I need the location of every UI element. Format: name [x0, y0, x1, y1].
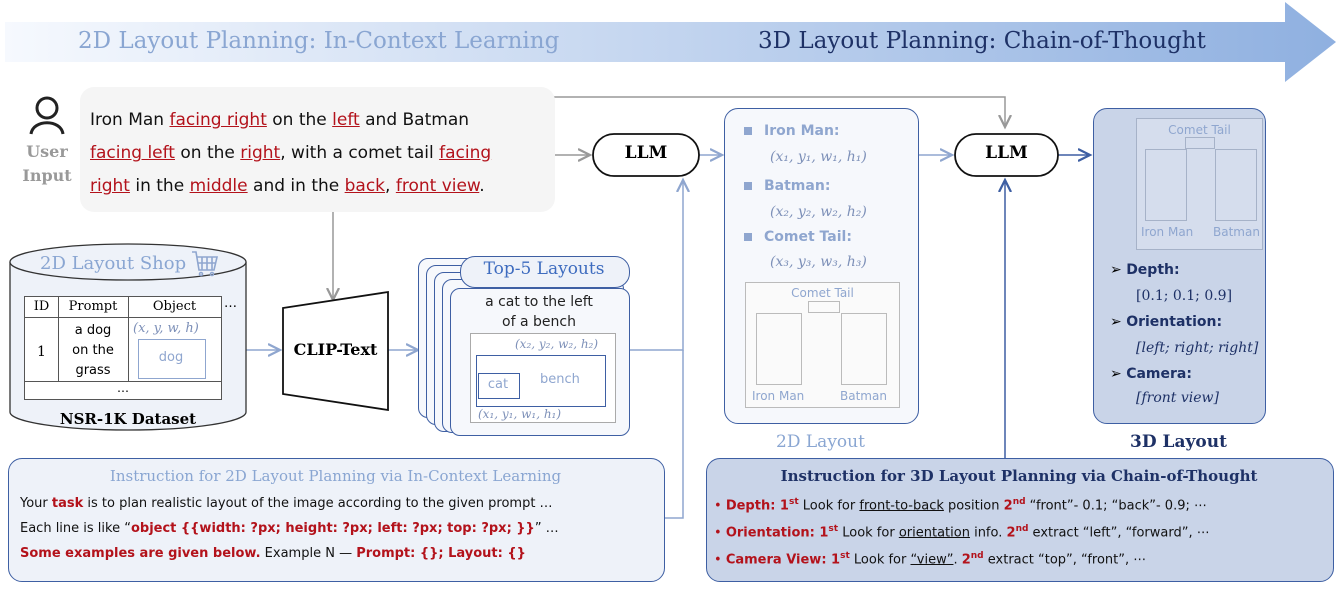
- shop-table-dots: …: [117, 381, 129, 395]
- layout3d-orient-value: [left; right; right]: [1136, 340, 1259, 356]
- banner-left-title: 2D Layout Planning: In-Context Learning: [78, 28, 560, 54]
- arrow-top5-to-llm1: [630, 180, 683, 351]
- shop-columns-more: …: [224, 296, 237, 311]
- layout2d-caption: 2D Layout: [776, 432, 865, 452]
- shop-header-id: ID: [33, 299, 50, 314]
- shop-cylinder-top: [9, 243, 247, 281]
- top5-canvas: [470, 333, 616, 423]
- layout2d-sketch-tail: [808, 301, 840, 313]
- shop-row-coord: (x, y, w, h): [133, 321, 199, 336]
- banner-arrow: [5, 2, 1336, 82]
- instr2d-line-1: Your task is to plan realistic layout of…: [20, 496, 553, 511]
- llm-label-2: LLM: [985, 143, 1028, 163]
- bullet-square-2: [744, 182, 752, 190]
- bullet-arrow-3: ➢: [1110, 366, 1122, 382]
- shop-row-id: 1: [37, 344, 46, 360]
- shop-object-label: dog: [158, 350, 184, 365]
- layout2d-item-2-coord: (x₂, y₂, w₂, h₂): [770, 204, 867, 220]
- instr3d-row-orientation: • Orientation: 1st Look for orientation …: [714, 524, 1210, 541]
- prompt-line-1: Iron Man facing right on the left and Ba…: [90, 110, 470, 130]
- top5-title-tab: [460, 256, 630, 288]
- layout3d-sketch: Comet Tail Iron Man Batman: [1136, 118, 1263, 250]
- top5-cat-label: cat: [487, 377, 509, 392]
- banner-right-title: 3D Layout Planning: Chain-of-Thought: [758, 28, 1206, 54]
- layout2d-sketch-right: Batman: [840, 389, 887, 403]
- layout3d-sketch-ironman: [1145, 149, 1187, 221]
- layout3d-orient-label: Orientation:: [1126, 314, 1223, 330]
- instr2d-panel: [8, 458, 665, 582]
- layout3d-sketch-batman: [1215, 149, 1257, 221]
- instr2d-line-3: Some examples are given below. Example N…: [20, 546, 526, 561]
- layout2d-item-2-name: Batman:: [764, 178, 831, 194]
- prompt-bubble: [80, 87, 555, 212]
- instr3d-panel: [706, 458, 1334, 582]
- clip-text-encoder: [282, 290, 389, 412]
- shop-title: 2D Layout Shop: [40, 253, 187, 274]
- layout2d-item-3-name: Comet Tail:: [764, 229, 852, 245]
- bullet-square-1: [744, 127, 752, 135]
- arrow-prompt-to-llm2: [553, 96, 1005, 127]
- instr3d-row-camera: • Camera View: 1st Look for “view”. 2nd …: [714, 551, 1147, 568]
- prompt-line-3: right in the middle and in the back, fro…: [90, 176, 485, 196]
- top5-bench-label: bench: [540, 372, 580, 387]
- layout2d-sketch-left: Iron Man: [752, 389, 805, 403]
- layout2d-item-1-name: Iron Man:: [764, 123, 840, 139]
- prompt-text: Iron Man facing right on the left and Ba…: [90, 104, 491, 203]
- top5-title: Top-5 Layouts: [483, 259, 605, 279]
- instr3d-title: Instruction for 3D Layout Planning via C…: [780, 467, 1258, 485]
- bullet-square-3: [744, 233, 752, 241]
- layout3d-sketch-top: Comet Tail: [1168, 123, 1231, 137]
- shop-object-box: [138, 339, 206, 379]
- llm-node-1: [592, 133, 700, 177]
- llm-label-1: LLM: [624, 143, 668, 163]
- dataset-label: NSR-1K Dataset: [59, 410, 197, 428]
- layout3d-sketch-left: Iron Man: [1141, 225, 1194, 239]
- instr2d-line-2: Each line is like “object {{width: ?px; …: [20, 521, 559, 536]
- layout3d-camera-value: [front view]: [1136, 390, 1219, 406]
- instr2d-title: Instruction for 2D Layout Planning via I…: [109, 467, 562, 485]
- prompt-line-2: facing left on the right, with a comet t…: [90, 143, 492, 163]
- top5-bench-box: [476, 355, 606, 407]
- instr3d-row-depth: • Depth: 1st Look for front-to-back posi…: [714, 497, 1207, 514]
- layout2d-sketch-batman: [841, 313, 887, 385]
- top5-coord-1: (x₁, y₁, w₁, h₁): [478, 407, 562, 421]
- llm-node-2: [954, 133, 1059, 177]
- layout3d-sketch-right: Batman: [1213, 225, 1260, 239]
- shop-header-prompt: Prompt: [68, 299, 118, 314]
- layout3d-depth-label: Depth:: [1126, 262, 1180, 278]
- layout3d-sketch-tail: [1185, 137, 1215, 149]
- arrow-instr2d-to-llm1: [663, 350, 684, 519]
- layout3d-depth-value: [0.1; 0.1; 0.9]: [1136, 288, 1233, 304]
- layout3d-camera-label: Camera:: [1126, 366, 1192, 382]
- clip-label: CLIP-Text: [293, 340, 378, 359]
- user-icon: [29, 96, 65, 135]
- bullet-arrow-1: ➢: [1110, 262, 1122, 278]
- shop-header-object: Object: [152, 299, 197, 314]
- layout2d-item-3-coord: (x₃, y₃, w₃, h₃): [770, 254, 867, 270]
- layout2d-item-1-coord: (x₁, y₁, w₁, h₁): [770, 149, 867, 165]
- layout2d-sketch-ironman: [756, 313, 802, 385]
- top5-cat-box: [478, 373, 520, 399]
- layout3d-caption: 3D Layout: [1130, 432, 1227, 452]
- layout2d-sketch: Comet Tail Iron Man Batman: [745, 282, 900, 408]
- bullet-arrow-2: ➢: [1110, 314, 1122, 330]
- top5-coord-2: (x₂, y₂, w₂, h₂): [515, 337, 599, 351]
- layout2d-sketch-top: Comet Tail: [791, 286, 854, 300]
- cart-icon: [192, 251, 219, 277]
